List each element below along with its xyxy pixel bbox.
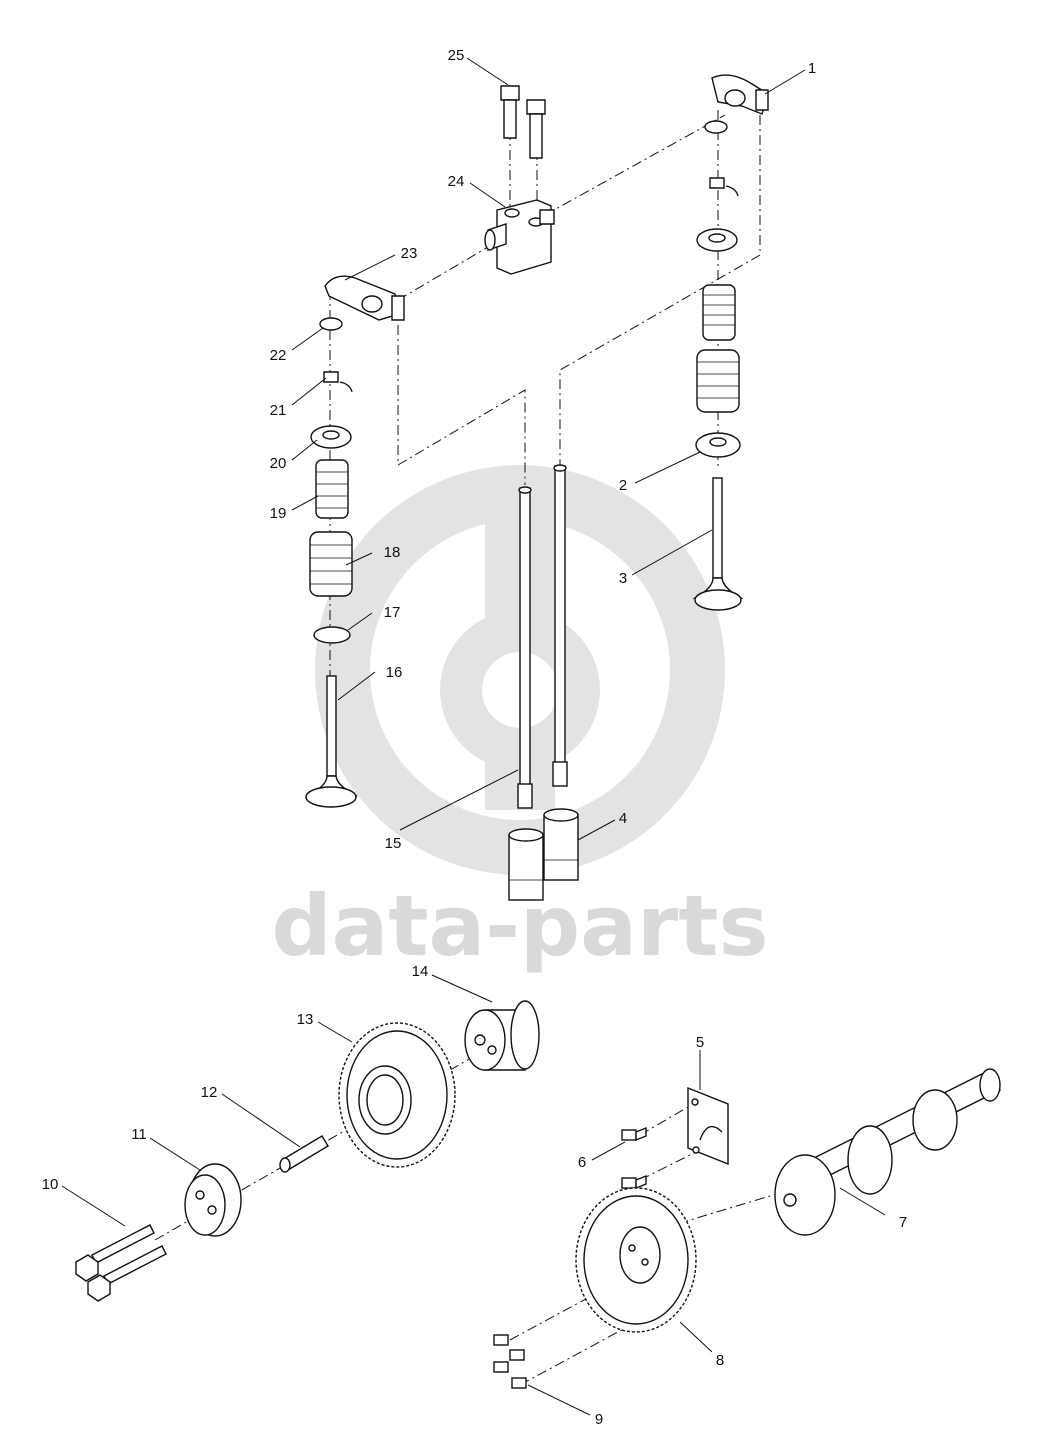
camshaft-7 — [774, 1068, 1001, 1236]
valve-keeper-21 — [323, 371, 353, 393]
valve-spring-outer-right — [696, 349, 740, 413]
callout-19: 19 — [270, 505, 287, 522]
spring-retainer-upper-right — [696, 228, 738, 252]
callout-21: 21 — [270, 402, 287, 419]
callout-2: 2 — [619, 477, 627, 494]
callout-22: 22 — [270, 347, 287, 364]
callout-15: 15 — [385, 835, 402, 852]
valve-spring-outer-18 — [309, 531, 353, 597]
valve-cap-1 — [704, 120, 728, 134]
pushrod-15 — [517, 486, 533, 809]
callout-13: 13 — [297, 1011, 314, 1028]
idler-gear-13 — [338, 1022, 456, 1168]
bolts-10 — [75, 1224, 167, 1302]
valve-cap-22 — [319, 317, 343, 331]
bushing-14 — [464, 1000, 540, 1071]
callout-17: 17 — [384, 604, 401, 621]
cam-gear-8 — [575, 1187, 697, 1333]
callout-9: 9 — [595, 1411, 603, 1428]
tappet-4-left — [508, 828, 544, 901]
valve-keeper-1 — [709, 177, 739, 197]
callout-8: 8 — [716, 1352, 724, 1369]
callout-5: 5 — [696, 1034, 704, 1051]
spring-retainer-20 — [310, 425, 352, 449]
callout-25: 25 — [448, 47, 465, 64]
callout-16: 16 — [386, 664, 403, 681]
valve-stem-seal-2 — [695, 432, 741, 458]
callout-11: 11 — [131, 1126, 147, 1143]
tappet-4-right — [543, 808, 579, 881]
pushrod-second — [552, 464, 568, 787]
callout-labels: 25 1 24 23 22 21 20 19 18 17 16 15 4 2 3… — [42, 47, 908, 1428]
spring-seat-washer-17 — [313, 626, 351, 644]
screws-6 — [621, 1126, 647, 1190]
thrust-plate-5 — [687, 1086, 729, 1166]
pin-12 — [279, 1135, 329, 1173]
rocker-arm-23 — [324, 275, 405, 321]
callout-14: 14 — [412, 963, 429, 980]
callout-6: 6 — [578, 1154, 586, 1171]
callout-3: 3 — [619, 570, 627, 587]
thrust-plate-11 — [184, 1163, 242, 1237]
callout-1: 1 — [808, 60, 816, 77]
rocker-shaft-bracket-24 — [484, 199, 555, 275]
callout-18: 18 — [384, 544, 401, 561]
valve-spring-inner-right — [702, 284, 736, 341]
exhaust-valve-3 — [692, 477, 744, 611]
callout-4: 4 — [619, 810, 627, 827]
intake-valve-16 — [305, 675, 358, 808]
rocker-arm-1 — [711, 74, 769, 115]
bolt-25-pair — [500, 85, 546, 159]
callout-20: 20 — [270, 455, 287, 472]
callout-12: 12 — [201, 1084, 218, 1101]
callout-23: 23 — [401, 245, 418, 262]
bolts-9 — [493, 1334, 527, 1389]
valve-spring-inner-19 — [315, 459, 349, 519]
callout-7: 7 — [899, 1214, 907, 1231]
callout-24: 24 — [448, 173, 465, 190]
leader-lines — [61, 57, 886, 1416]
callout-10: 10 — [42, 1176, 59, 1193]
